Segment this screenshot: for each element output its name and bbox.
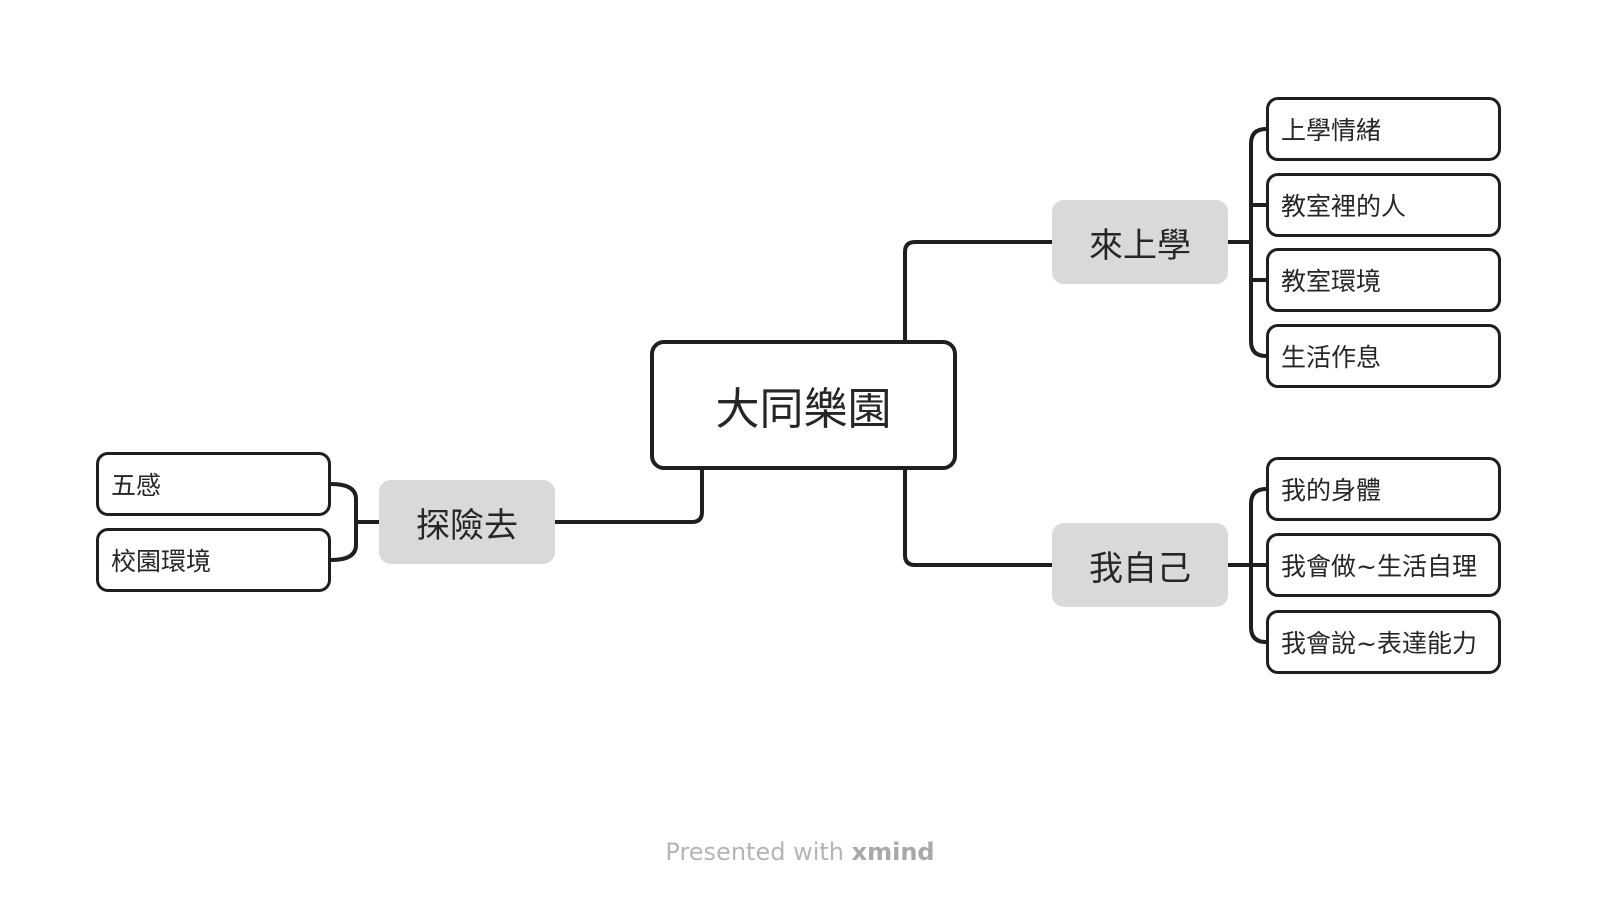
- topic-myself[interactable]: 我自己: [1052, 523, 1228, 607]
- subtopic-five-senses[interactable]: 五感: [96, 452, 331, 516]
- subtopic-label: 上學情緒: [1281, 116, 1382, 145]
- subtopic-campus-environment[interactable]: 校園環境: [96, 528, 331, 592]
- subtopic-label: 我會說~表達能力: [1281, 629, 1477, 658]
- connector-root-come-to-school: [903, 240, 1054, 342]
- central-topic[interactable]: 大同樂園: [650, 340, 957, 470]
- subtopic-people-in-classroom[interactable]: 教室裡的人: [1266, 173, 1501, 237]
- footer-prefix: Presented with: [665, 838, 844, 866]
- topic-explore-label: 探險去: [416, 505, 518, 546]
- subtopic-label: 教室環境: [1281, 267, 1382, 296]
- central-topic-label: 大同樂園: [715, 384, 892, 435]
- subtopic-expression[interactable]: 我會說~表達能力: [1266, 610, 1501, 674]
- subtopic-label: 教室裡的人: [1281, 192, 1407, 221]
- subtopic-label: 五感: [111, 471, 162, 500]
- topic-myself-label: 我自己: [1089, 548, 1191, 589]
- subtopic-school-emotions[interactable]: 上學情緒: [1266, 97, 1501, 161]
- subtopic-label: 我會做~生活自理: [1281, 552, 1477, 581]
- connector-myself-bracket: [1249, 487, 1268, 644]
- subtopic-classroom-environment[interactable]: 教室環境: [1266, 248, 1501, 312]
- topic-come-to-school[interactable]: 來上學: [1052, 200, 1228, 284]
- subtopic-label: 生活作息: [1281, 343, 1382, 372]
- topic-come-to-school-label: 來上學: [1089, 225, 1191, 266]
- connector-root-explore: [553, 468, 704, 524]
- connector-come-to-school-bracket: [1249, 127, 1268, 358]
- footer-brand-logo: xmind: [851, 838, 935, 866]
- subtopic-label: 校園環境: [111, 547, 212, 576]
- connector-explore-bracket: [329, 482, 358, 562]
- topic-explore[interactable]: 探險去: [379, 480, 555, 564]
- connector-root-myself: [903, 468, 1054, 567]
- subtopic-daily-routine[interactable]: 生活作息: [1266, 324, 1501, 388]
- footer-credit: Presented with xmind: [0, 838, 1600, 866]
- subtopic-my-body[interactable]: 我的身體: [1266, 457, 1501, 521]
- subtopic-label: 我的身體: [1281, 476, 1382, 505]
- subtopic-self-care[interactable]: 我會做~生活自理: [1266, 533, 1501, 597]
